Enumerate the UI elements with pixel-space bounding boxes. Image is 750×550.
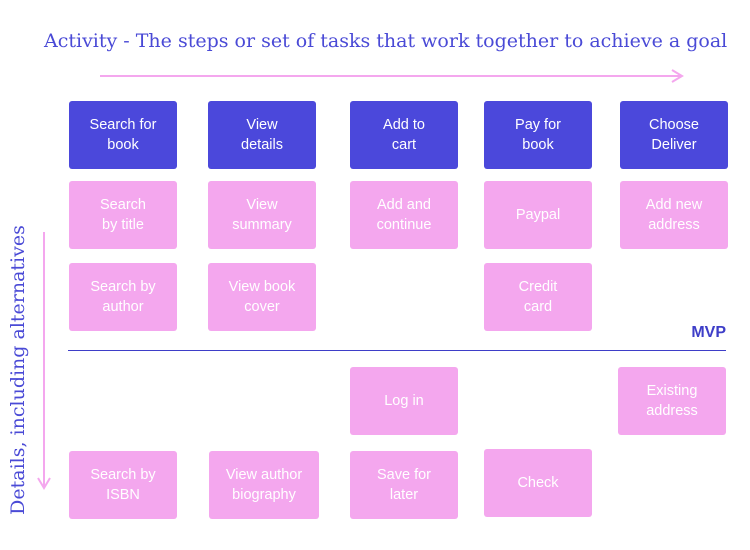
card-line-1: Search for [89, 117, 157, 133]
detail-log-in: Log in [350, 367, 458, 435]
card-line-2: ISBN [106, 487, 140, 503]
card-line-2: author [102, 299, 144, 315]
detail-search-by-title: Search by title [69, 181, 177, 249]
card-line-2: book [522, 137, 554, 153]
card-line-2: address [646, 403, 698, 419]
activity-heading: Activity - The steps or set of tasks tha… [44, 30, 728, 52]
card-line-2: details [241, 137, 283, 153]
details-axis-label: Details, including alternatives [7, 225, 29, 515]
card-line-1: Existing [646, 383, 698, 399]
mvp-label: MVP [691, 324, 726, 341]
card-line-2: cover [244, 299, 280, 315]
card-line-2: address [648, 217, 700, 233]
detail-view-book-cover: View book cover [208, 263, 316, 331]
card-line-1: View [246, 197, 278, 213]
detail-view-summary: View summary [208, 181, 316, 249]
card-line-1: Search [100, 197, 146, 213]
card-line-1: Add and [376, 197, 431, 213]
detail-existing-address: Existing address [618, 367, 726, 435]
detail-check: Check [484, 449, 592, 517]
detail-save-for-later: Save for later [350, 451, 458, 519]
card-line-2: card [523, 299, 553, 315]
detail-add-new-address: Add new address [620, 181, 728, 249]
card-line-1: Paypal [515, 207, 561, 223]
card-line-2: book [107, 137, 139, 153]
detail-credit-card: Credit card [484, 263, 592, 331]
card-line-1: Check [517, 475, 559, 491]
detail-view-author-biography: View author biography [209, 451, 319, 519]
card-line-2: continue [376, 217, 432, 233]
card-line-1: Add to [383, 117, 425, 133]
detail-paypal: Paypal [484, 181, 592, 249]
card-line-1: Choose [649, 117, 699, 133]
horizontal-arrow-icon [100, 69, 684, 83]
card-line-1: View [246, 117, 278, 133]
card-line-2: by title [102, 217, 144, 233]
activity-view-details: View details [208, 101, 316, 169]
activity-add-to-cart: Add to cart [350, 101, 458, 169]
vertical-arrow-icon [37, 232, 51, 490]
detail-search-by-isbn: Search by ISBN [69, 451, 177, 519]
card-line-1: Log in [384, 393, 424, 409]
activity-search-for-book: Search for book [69, 101, 177, 169]
card-line-1: Add new [645, 197, 703, 213]
card-line-2: Deliver [651, 137, 697, 153]
activity-pay-for-book: Pay for book [484, 101, 592, 169]
card-line-1: Credit [518, 279, 558, 295]
card-line-1: Save for [377, 467, 431, 483]
card-line-1: View book [228, 279, 296, 295]
card-line-1: Search by [90, 467, 156, 483]
card-line-2: cart [391, 137, 417, 153]
card-line-1: Search by [90, 279, 156, 295]
detail-add-and-continue: Add and continue [350, 181, 458, 249]
card-line-1: Pay for [515, 117, 561, 133]
card-line-2: summary [232, 217, 292, 233]
card-line-1: View author [225, 467, 303, 483]
mvp-divider [68, 350, 726, 351]
card-line-2: later [389, 487, 419, 503]
detail-search-by-author: Search by author [69, 263, 177, 331]
card-line-2: biography [232, 487, 296, 503]
